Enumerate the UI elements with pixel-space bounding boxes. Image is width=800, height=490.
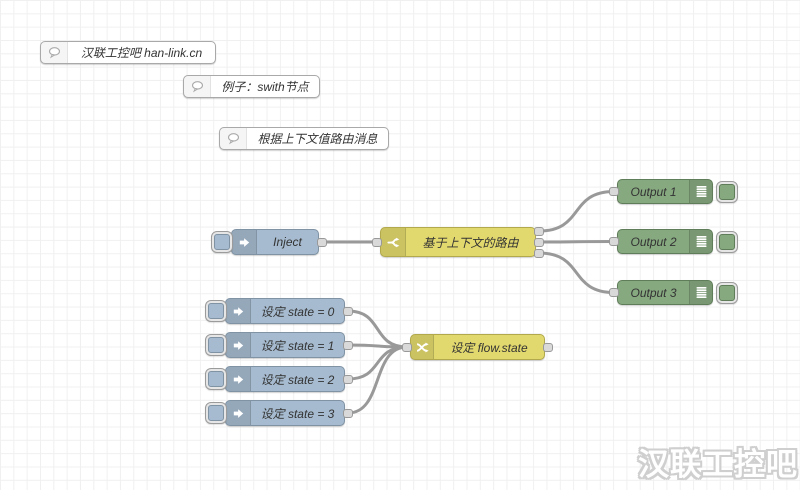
button-fill xyxy=(208,303,224,319)
inject-button[interactable] xyxy=(211,231,233,253)
fork-icon xyxy=(381,228,406,256)
inject-button[interactable] xyxy=(205,300,227,322)
node-label: 基于上下文的路由 xyxy=(422,235,519,250)
lines-icon xyxy=(689,230,712,253)
lines-icon xyxy=(689,180,712,203)
output-port[interactable] xyxy=(543,342,553,352)
node-inject-inject1[interactable]: Inject xyxy=(231,229,319,255)
node-debug-out1[interactable]: Output 1 xyxy=(617,179,713,204)
output-port[interactable] xyxy=(317,237,327,247)
node-switch-switch1[interactable]: 基于上下文的路由 xyxy=(380,227,536,257)
wire[interactable] xyxy=(346,309,409,349)
wire[interactable] xyxy=(346,345,409,381)
wire[interactable] xyxy=(537,240,616,244)
debug-toggle-button[interactable] xyxy=(716,281,738,304)
wire[interactable] xyxy=(537,190,616,233)
node-comment-comment3[interactable]: 根据上下文值路由消息 xyxy=(219,127,389,150)
button-fill xyxy=(214,234,230,250)
input-port[interactable] xyxy=(609,237,619,246)
wire[interactable] xyxy=(346,345,409,415)
speech-bubble-icon xyxy=(220,128,247,149)
node-inject-set2[interactable]: 设定 state = 2 xyxy=(225,366,345,392)
node-label: Inject xyxy=(273,235,302,249)
arrow-right-icon xyxy=(226,299,251,323)
inject-button[interactable] xyxy=(205,402,227,424)
speech-bubble-icon xyxy=(41,42,68,63)
node-label: 汉联工控吧 han-link.cn xyxy=(80,46,203,60)
button-fill xyxy=(208,405,224,421)
node-label: 设定 flow.state xyxy=(450,340,528,355)
input-port[interactable] xyxy=(609,187,619,196)
node-label: Output 2 xyxy=(630,234,677,249)
inject-button[interactable] xyxy=(205,368,227,390)
button-fill xyxy=(719,284,735,301)
node-inject-set0[interactable]: 设定 state = 0 xyxy=(225,298,345,324)
node-comment-comment2[interactable]: 例子：swith节点 xyxy=(183,75,320,98)
input-port[interactable] xyxy=(609,288,619,297)
output-port[interactable] xyxy=(534,237,544,247)
shuffle-icon xyxy=(411,335,434,359)
node-label: Output 1 xyxy=(630,184,677,199)
inject-button[interactable] xyxy=(205,334,227,356)
arrow-right-icon xyxy=(226,401,251,425)
output-port[interactable] xyxy=(343,306,353,316)
debug-toggle-button[interactable] xyxy=(716,230,738,253)
node-label: 设定 state = 1 xyxy=(260,338,335,353)
node-label: 根据上下文值路由消息 xyxy=(257,132,378,146)
output-port[interactable] xyxy=(534,226,544,236)
arrow-right-icon xyxy=(232,230,257,254)
node-change-change1[interactable]: 设定 flow.state xyxy=(410,334,545,360)
node-label: 设定 state = 2 xyxy=(260,372,335,387)
output-port[interactable] xyxy=(343,408,353,418)
output-port[interactable] xyxy=(343,340,353,350)
node-label: 设定 state = 0 xyxy=(260,304,335,319)
node-inject-set3[interactable]: 设定 state = 3 xyxy=(225,400,345,426)
button-fill xyxy=(719,183,735,200)
button-fill xyxy=(208,371,224,387)
input-port[interactable] xyxy=(402,342,412,352)
button-fill xyxy=(208,337,224,353)
node-label: Output 3 xyxy=(630,285,677,300)
node-inject-set1[interactable]: 设定 state = 1 xyxy=(225,332,345,358)
output-port[interactable] xyxy=(534,248,544,258)
input-port[interactable] xyxy=(372,237,382,247)
lines-icon xyxy=(689,281,712,304)
output-port[interactable] xyxy=(343,374,353,384)
wire[interactable] xyxy=(537,251,616,294)
speech-bubble-icon xyxy=(184,76,211,97)
node-debug-out2[interactable]: Output 2 xyxy=(617,229,713,254)
arrow-right-icon xyxy=(226,333,251,357)
arrow-right-icon xyxy=(226,367,251,391)
node-debug-out3[interactable]: Output 3 xyxy=(617,280,713,305)
debug-toggle-button[interactable] xyxy=(716,180,738,203)
node-label: 设定 state = 3 xyxy=(260,406,335,421)
node-label: 例子：swith节点 xyxy=(221,80,309,94)
node-comment-comment1[interactable]: 汉联工控吧 han-link.cn xyxy=(40,41,216,64)
button-fill xyxy=(719,233,735,250)
